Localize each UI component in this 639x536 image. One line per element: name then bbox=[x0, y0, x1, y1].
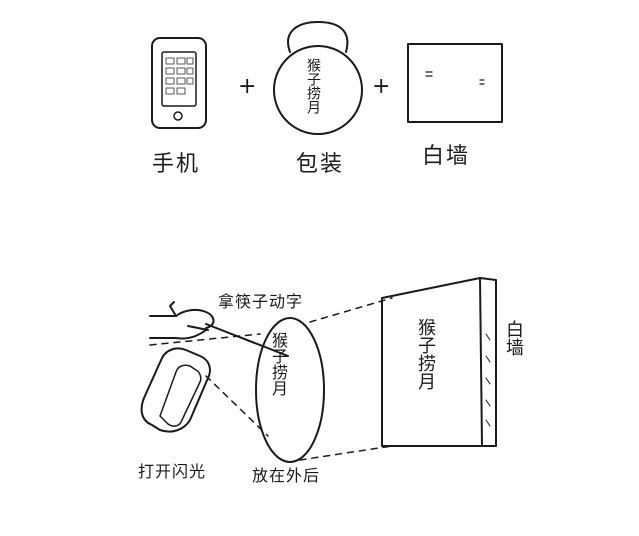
chopstick bbox=[205, 323, 289, 357]
flashlight-phone-icon bbox=[140, 347, 211, 433]
plus-sign-1: + bbox=[238, 74, 259, 99]
phone-icon bbox=[151, 37, 207, 129]
chopstick-label: 拿筷子动字 bbox=[218, 292, 304, 311]
hand-icon bbox=[149, 301, 215, 340]
package-label: 包装 bbox=[296, 152, 345, 177]
light-projection-lines bbox=[149, 297, 393, 461]
package-oval bbox=[255, 317, 325, 463]
wall-label: 白墙 bbox=[422, 144, 471, 169]
package-text: 猴子捞月 bbox=[305, 58, 321, 114]
projected-text: 猴子捞月 bbox=[415, 318, 436, 390]
phone-label: 手机 bbox=[152, 152, 201, 177]
package-icon bbox=[273, 21, 363, 135]
wall-side-label: 白墙 bbox=[503, 320, 524, 356]
behind-label: 放在外后 bbox=[252, 466, 321, 485]
oval-package-text: 猴子捞月 bbox=[269, 332, 288, 396]
plus-sign-2: + bbox=[372, 74, 393, 99]
flash-label: 打开闪光 bbox=[138, 462, 207, 481]
white-wall-icon bbox=[407, 43, 503, 123]
white-wall-panel bbox=[381, 277, 497, 447]
